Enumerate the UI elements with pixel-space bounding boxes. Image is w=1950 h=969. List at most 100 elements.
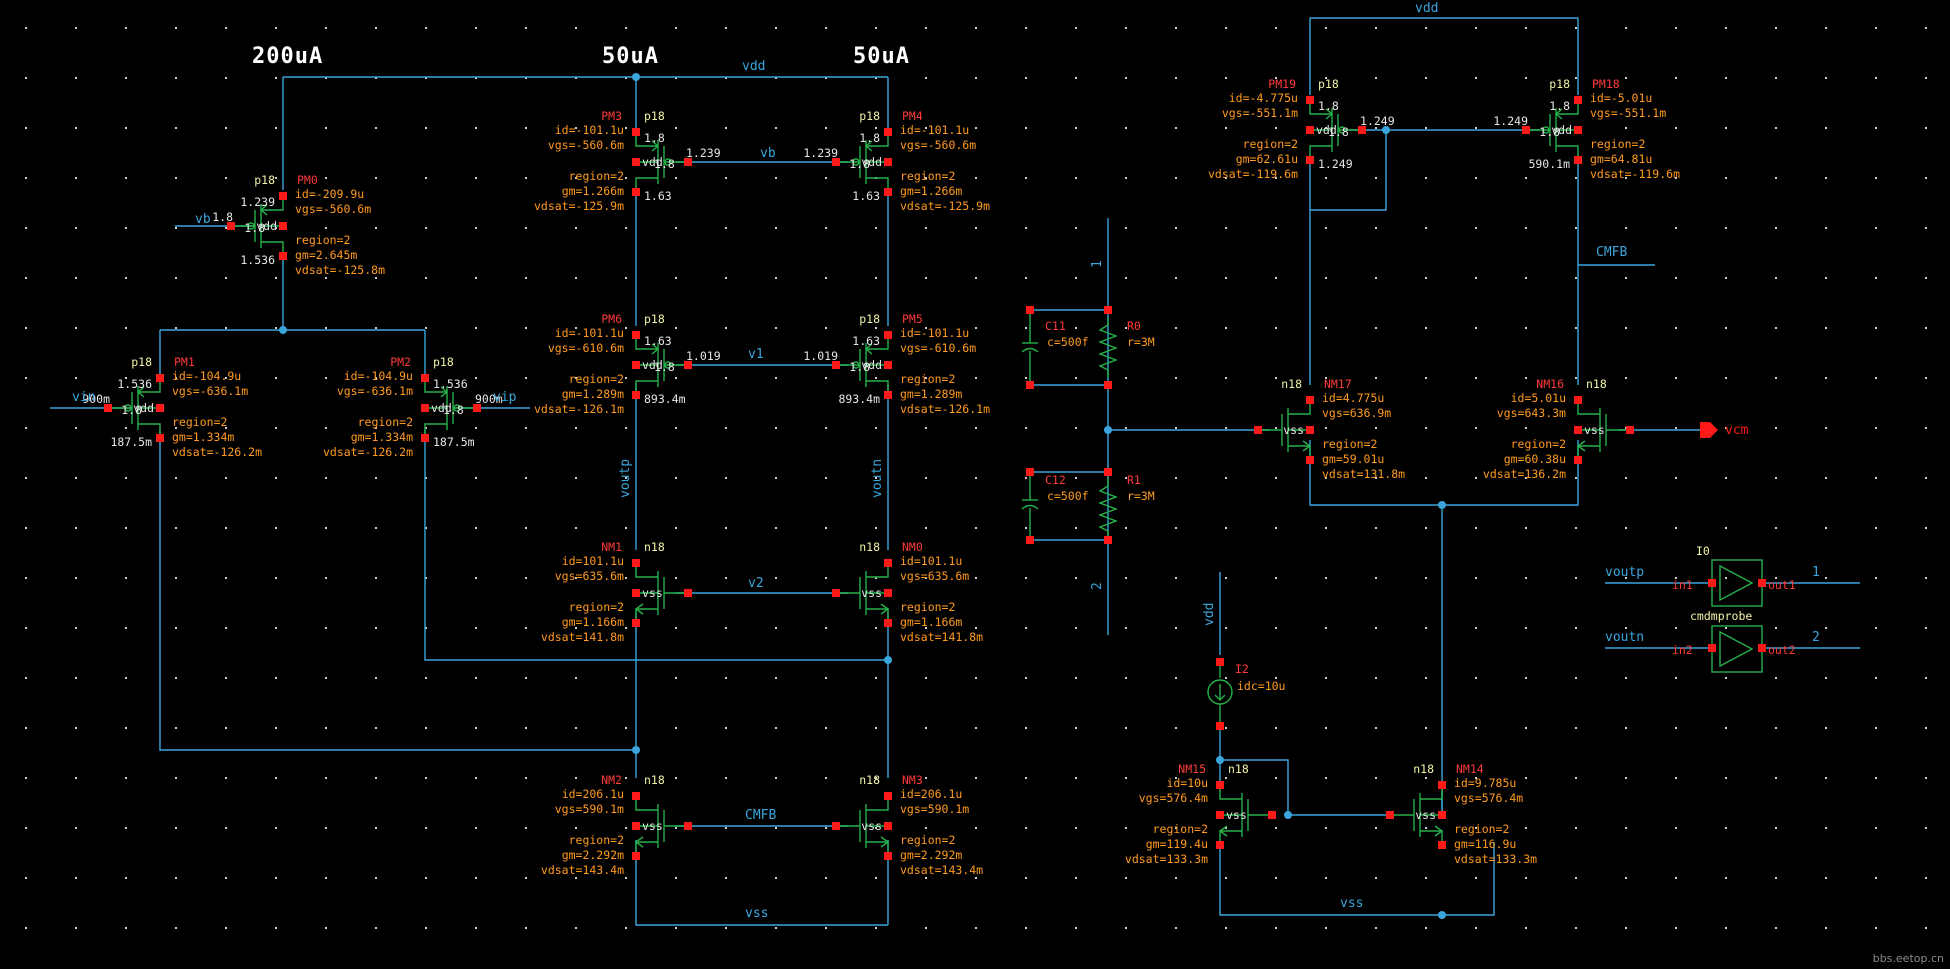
r0-name: R0: [1127, 319, 1141, 333]
device-model: n18: [1586, 377, 1607, 391]
device-param: id=101.1u: [900, 554, 962, 568]
vcm-port-icon[interactable]: [1700, 422, 1718, 438]
device-param: vdsat=-125.8m: [295, 263, 385, 277]
device-param: gm=1.289m: [562, 387, 624, 401]
device-model: n18: [1281, 377, 1302, 391]
r1-value: r=3M: [1127, 489, 1155, 503]
device-param: gm=1.166m: [562, 615, 624, 629]
node-voltage: 1.8: [1328, 125, 1349, 139]
device-param: id=206.1u: [900, 787, 962, 801]
device-param: vgs=635.6m: [900, 569, 969, 583]
bulk-terminal: vdd: [133, 401, 154, 415]
bulk-terminal: vdd: [1316, 123, 1337, 137]
net-label-cmfb-right: CMFB: [1596, 245, 1627, 260]
device-param: gm=1.166m: [900, 615, 962, 629]
device-model: p18: [859, 312, 880, 326]
device-param: id=-101.1u: [900, 326, 969, 340]
device-model: p18: [1549, 77, 1570, 91]
device-param: vgs=635.6m: [555, 569, 624, 583]
device-param: region=2: [1511, 437, 1566, 451]
probe-instance-name: I0: [1696, 544, 1710, 558]
device-param: gm=116.9u: [1454, 837, 1516, 851]
device-param: vdsat=-126.2m: [172, 445, 262, 459]
bulk-terminal: vss: [861, 819, 882, 833]
device-param: gm=59.01u: [1322, 452, 1384, 466]
transistor-pm1[interactable]: PM1p18id=-104.9uvgs=-636.1mregion=2gm=1.…: [82, 355, 262, 459]
transistor-nm3[interactable]: NM3n18id=206.1uvgs=590.1mregion=2gm=2.29…: [832, 773, 983, 877]
bulk-terminal: vss: [1584, 423, 1605, 437]
node-voltage: 900m: [475, 392, 503, 406]
device-param: region=2: [900, 169, 955, 183]
node-voltage: 1.63: [644, 189, 672, 203]
c11-name: C11: [1045, 319, 1066, 333]
transistor-pm5[interactable]: PM5p18id=-101.1uvgs=-610.6mregion=2gm=1.…: [803, 312, 990, 416]
device-param: vdsat=131.8m: [1322, 467, 1405, 481]
device-param: gm=1.266m: [900, 184, 962, 198]
c11-value: c=500f: [1047, 335, 1089, 349]
node-voltage: 187.5m: [433, 435, 475, 449]
transistor-nm17[interactable]: NM17n18id=4.775uvgs=636.9mregion=2gm=59.…: [1254, 377, 1405, 481]
wires-cmfb: [1030, 17, 1860, 916]
net-label-vcm: vcm: [1725, 423, 1749, 438]
device-model: n18: [859, 540, 880, 554]
resistor-r0[interactable]: R0 r=3M: [1098, 306, 1155, 389]
device-param: vdsat=-126.2m: [323, 445, 413, 459]
resistor-r1[interactable]: R1 r=3M: [1098, 468, 1155, 544]
bulk-terminal: vss: [1283, 423, 1304, 437]
device-model: n18: [644, 540, 665, 554]
probe-input-voutp: voutp: [1605, 565, 1644, 580]
node-voltage: 1.8: [212, 210, 233, 224]
node-voltage: 893.4m: [838, 392, 880, 406]
node-voltage: 1.8: [1318, 99, 1339, 113]
device-param: region=2: [172, 415, 227, 429]
device-param: gm=2.292m: [900, 848, 962, 862]
device-param: vdsat=-126.1m: [534, 402, 624, 416]
device-name: PM5: [902, 312, 923, 326]
device-model: p18: [644, 109, 665, 123]
probe-cell-name: cmdmprobe: [1690, 609, 1752, 623]
bulk-terminal: vss: [1226, 808, 1247, 822]
net-label-voutp: voutp: [618, 459, 633, 498]
bulk-terminal: vdd: [861, 155, 882, 169]
device-param: gm=1.266m: [562, 184, 624, 198]
device-param: region=2: [1153, 822, 1208, 836]
device-name: NM17: [1324, 377, 1352, 391]
probe-output-2: 2: [1812, 630, 1820, 645]
transistor-pm4[interactable]: PM4p18id=-101.1uvgs=-560.6mregion=2gm=1.…: [803, 109, 990, 213]
device-name: NM14: [1456, 762, 1484, 776]
device-model: n18: [1413, 762, 1434, 776]
cmdmprobe-instance[interactable]: I0 cmdmprobe in1 out1 in2 out2: [1672, 544, 1796, 673]
node-voltage: 1.536: [117, 377, 152, 391]
transistor-pm0[interactable]: PM0p18id=-209.9uvgs=-560.6mregion=2gm=2.…: [212, 173, 385, 277]
transistor-nm14[interactable]: NM14n18id=9.785uvgs=576.4mregion=2gm=116…: [1386, 762, 1537, 866]
bulk-terminal: vdd: [642, 358, 663, 372]
device-param: vdsat=143.4m: [541, 863, 624, 877]
current-source-i2[interactable]: I2 idc=10u: [1207, 658, 1285, 730]
bulk-terminal: vdd: [642, 155, 663, 169]
transistor-pm18[interactable]: PM18p18id=-5.01uvgs=-551.1mregion=2gm=64…: [1493, 77, 1680, 181]
i2-name: I2: [1235, 662, 1249, 676]
node-voltage: 1.8: [654, 157, 675, 171]
device-param: id=10u: [1166, 776, 1208, 790]
node-voltage: 1.8: [121, 403, 142, 417]
probe-pin-in1: in1: [1672, 578, 1693, 592]
device-param: vdsat=143.4m: [900, 863, 983, 877]
junction-dots: [279, 73, 1446, 919]
capacitor-c12[interactable]: C12 c=500f: [1021, 468, 1089, 544]
net-label-vip: vip: [493, 390, 517, 405]
device-param: vdsat=141.8m: [900, 630, 983, 644]
net-label-voutn: voutn: [870, 459, 885, 498]
capacitor-c11[interactable]: C11 c=500f: [1021, 306, 1089, 389]
probe-input-voutn: voutn: [1605, 630, 1644, 645]
net-label-cmfb: CMFB: [745, 808, 776, 823]
transistor-nm0[interactable]: NM0n18id=101.1uvgs=635.6mregion=2gm=1.16…: [832, 540, 983, 644]
